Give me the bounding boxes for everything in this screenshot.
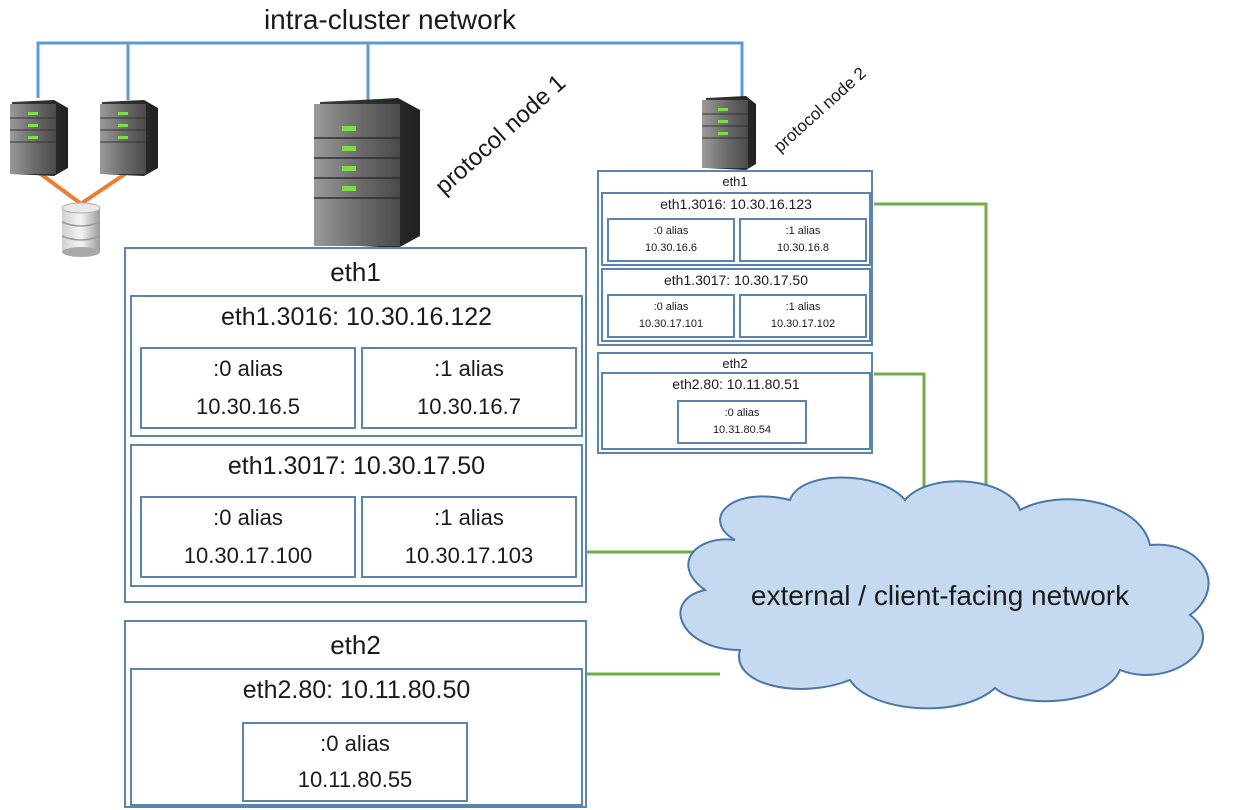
- alias-name: :0 alias: [653, 301, 689, 313]
- node1-alias-80-0: :0 alias 10.11.80.55: [242, 722, 468, 802]
- alias-ip: 10.30.16.7: [417, 394, 521, 419]
- node2-vlan-3017-title: eth1.3017: 10.30.17.50: [663, 272, 809, 288]
- intra-cluster-lines: [36, 41, 744, 100]
- protocol-node-2-server-icon: [702, 96, 756, 170]
- node2-alias-3016-1: :1 alias 10.30.16.8: [739, 218, 867, 262]
- alias-name: :0 alias: [213, 505, 283, 530]
- alias-name: :1 alias: [785, 225, 821, 237]
- alias-name: :0 alias: [320, 731, 390, 756]
- database-icon: [61, 202, 101, 257]
- node2-alias-3016-0: :0 alias 10.30.16.6: [607, 218, 735, 262]
- node2-eth1-vlan-3017: eth1.3017: 10.30.17.50 :0 alias 10.30.17…: [601, 268, 871, 342]
- node1-eth1-box: eth1 eth1.3016: 10.30.16.122 :0 alias 10…: [124, 247, 587, 603]
- node2-eth1-vlan-3016: eth1.3016: 10.30.16.123 :0 alias 10.30.1…: [601, 192, 871, 266]
- intra-cluster-network-label: intra-cluster network: [263, 4, 517, 35]
- node2-vlan-80-title: eth2.80: 10.11.80.51: [672, 376, 800, 392]
- alias-name: :0 alias: [213, 356, 283, 381]
- alias-ip: 10.30.16.5: [196, 394, 300, 419]
- external-network-label: external / client-facing network: [750, 580, 1130, 611]
- node1-eth1-vlan-3017: eth1.3017: 10.30.17.50 :0 alias 10.30.17…: [130, 444, 583, 587]
- alias-ip: 10.30.17.101: [638, 318, 704, 330]
- node1-eth2-title: eth2: [330, 630, 381, 660]
- alias-ip: 10.30.17.102: [770, 318, 836, 330]
- node2-alias-3017-0: :0 alias 10.30.17.101: [607, 294, 735, 338]
- alias-ip: 10.11.80.55: [297, 767, 413, 792]
- node2-eth2-box: eth2 eth2.80: 10.11.80.51 :0 alias 10.31…: [597, 352, 873, 454]
- storage-links: [36, 170, 130, 205]
- alias-name: :0 alias: [724, 407, 760, 419]
- node2-eth1-box: eth1 eth1.3016: 10.30.16.123 :0 alias 10…: [597, 170, 873, 346]
- alias-ip: 10.30.17.100: [183, 543, 313, 568]
- external-network-cloud: [679, 476, 1210, 710]
- node1-alias-3016-1: :1 alias 10.30.16.7: [361, 347, 577, 429]
- external-network-lines: [586, 202, 988, 676]
- alias-ip: 10.30.16.6: [645, 242, 697, 254]
- node1-alias-3017-0: :0 alias 10.30.17.100: [140, 496, 356, 578]
- protocol-node-1-server-icon: [314, 98, 420, 248]
- node2-eth2-vlan-80: eth2.80: 10.11.80.51 :0 alias 10.31.80.5…: [601, 372, 871, 450]
- node2-eth2-title: eth2: [722, 356, 748, 371]
- alias-ip: 10.30.16.8: [777, 242, 829, 254]
- alias-name: :1 alias: [434, 505, 504, 530]
- alias-name: :1 alias: [434, 356, 504, 381]
- node1-alias-3016-0: :0 alias 10.30.16.5: [140, 347, 356, 429]
- node1-eth1-vlan-3016: eth1.3016: 10.30.16.122 :0 alias 10.30.1…: [130, 295, 583, 437]
- node1-eth1-title: eth1: [330, 257, 381, 287]
- node1-eth2-vlan-80: eth2.80: 10.11.80.50 :0 alias 10.11.80.5…: [130, 668, 583, 806]
- node1-vlan-3016-title: eth1.3016: 10.30.16.122: [220, 303, 493, 331]
- node2-vlan-3016-title: eth1.3016: 10.30.16.123: [660, 196, 812, 212]
- node1-vlan-3017-title: eth1.3017: 10.30.17.50: [227, 452, 486, 480]
- cluster-server-1: [10, 100, 68, 176]
- alias-name: :0 alias: [653, 225, 689, 237]
- alias-ip: 10.30.17.103: [404, 543, 534, 568]
- node2-alias-3017-1: :1 alias 10.30.17.102: [739, 294, 867, 338]
- node2-eth1-title: eth1: [722, 174, 748, 189]
- node2-alias-80-0: :0 alias 10.31.80.54: [677, 400, 807, 444]
- node1-eth2-box: eth2 eth2.80: 10.11.80.50 :0 alias 10.11…: [124, 620, 587, 808]
- alias-name: :1 alias: [785, 301, 821, 313]
- node1-alias-3017-1: :1 alias 10.30.17.103: [361, 496, 577, 578]
- alias-ip: 10.31.80.54: [712, 424, 772, 436]
- node1-vlan-80-title: eth2.80: 10.11.80.50: [242, 676, 471, 704]
- cluster-server-2: [100, 100, 158, 176]
